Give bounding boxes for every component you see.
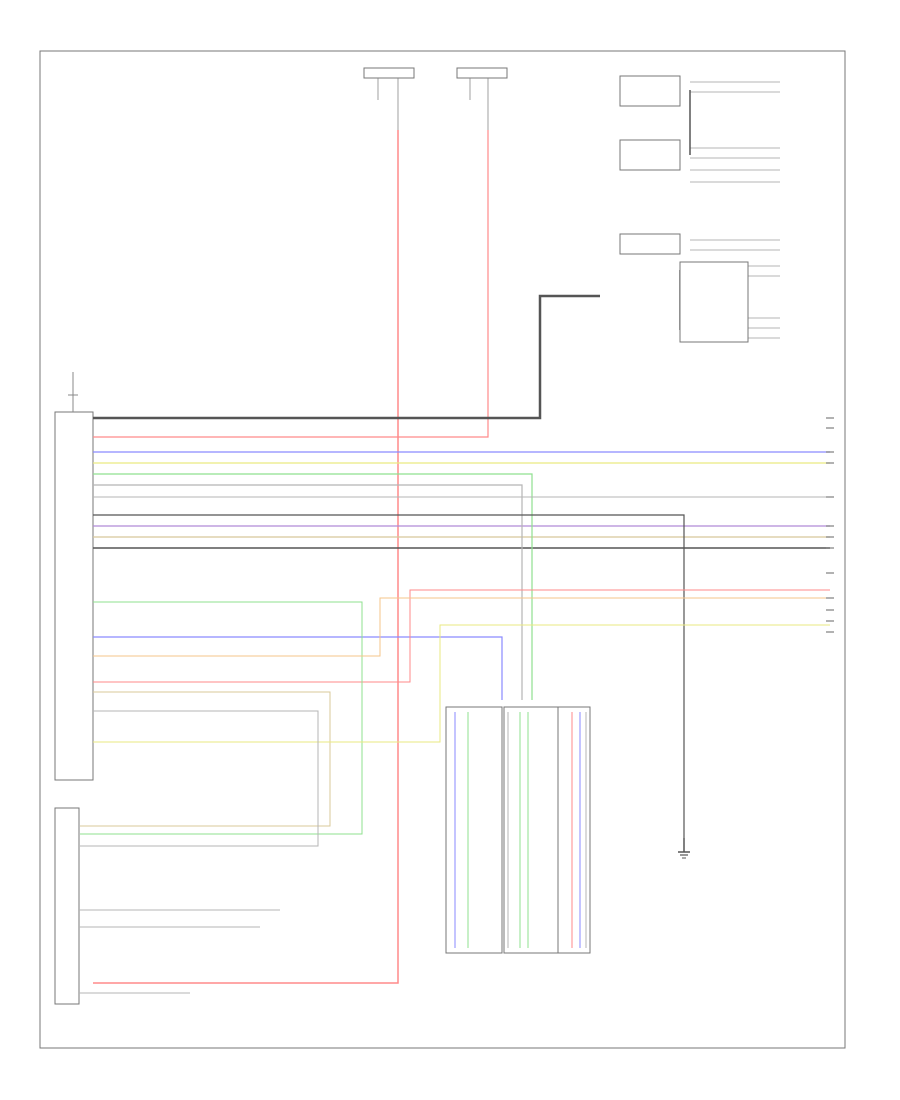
right-front-speaker bbox=[619, 75, 681, 107]
fuse-hot-in-acc bbox=[456, 67, 508, 130]
radio-unit bbox=[54, 372, 94, 781]
acc-wire-red bbox=[93, 130, 489, 438]
right-edge-connectors bbox=[826, 417, 834, 633]
wires-layer bbox=[79, 81, 830, 994]
left-speaker-group bbox=[445, 706, 503, 954]
wire-blue-down bbox=[93, 636, 503, 700]
wire-green-to-speaker bbox=[93, 473, 533, 700]
diagram-frame bbox=[39, 50, 846, 1049]
main-harness-black bbox=[93, 294, 600, 420]
wire-tan-lower bbox=[80, 691, 331, 827]
rear-speaker bbox=[679, 261, 749, 343]
wire-yellow-lower bbox=[93, 624, 830, 743]
secondary-unit bbox=[54, 807, 80, 1005]
ground-symbol bbox=[678, 838, 690, 859]
usb-port bbox=[619, 233, 681, 255]
wire-red-lower bbox=[93, 589, 830, 683]
center-speaker-group bbox=[503, 706, 559, 954]
wire-green-lower bbox=[80, 601, 363, 835]
ground-drop-wire bbox=[93, 514, 685, 838]
wire-orange-lower bbox=[93, 597, 830, 657]
wire-gray-to-speaker bbox=[93, 484, 523, 700]
wire-gray-lower bbox=[80, 710, 319, 847]
left-front-speaker bbox=[619, 139, 681, 171]
fuse-hot-at-all-times bbox=[363, 67, 415, 130]
steering-switch-group bbox=[557, 706, 591, 954]
power-wire-red bbox=[93, 130, 399, 984]
